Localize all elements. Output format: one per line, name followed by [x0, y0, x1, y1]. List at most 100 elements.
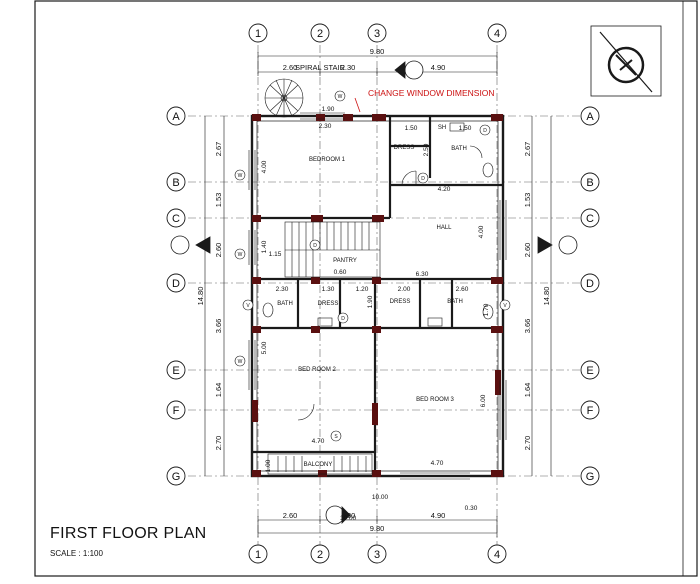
dim-interior-18: 1.90: [367, 295, 374, 308]
room-label-balcony: BALCONY: [304, 462, 333, 468]
grid-label-E-right: E: [586, 365, 593, 377]
top-dimension-lines: [257, 52, 498, 76]
dim-interior-1: 1.90: [322, 106, 335, 113]
dim-interior-20: 5.00: [261, 341, 268, 354]
grid-row-bubbles-right: [580, 106, 600, 486]
dim-top-seg-2: 2.30: [341, 63, 356, 72]
grid-label-2-top: 2: [317, 28, 323, 40]
dim-bottom-seg-1: 2.60: [283, 511, 298, 520]
room-label-hall: HALL: [436, 225, 452, 231]
dim-interior-17: 2.60: [456, 286, 469, 293]
dim-interior-27: 10.00: [340, 515, 357, 522]
interior-walls: [252, 116, 503, 476]
right-dimension-lines: [531, 116, 552, 476]
dim-interior-22: 4.70: [431, 460, 444, 467]
dim-interior-21: 4.70: [312, 438, 325, 445]
staircase-icon: [284, 221, 381, 278]
dim-interior-9: 1.40: [261, 240, 268, 253]
dim-spiral-stair: SPIRAL STAIR: [295, 63, 346, 72]
spiral-stair-icon: [264, 78, 304, 118]
room-label-sh: SH: [438, 125, 446, 131]
dim-interior-12: 6.30: [416, 271, 429, 278]
dim-right-total: 14.80: [542, 287, 551, 306]
dim-interior-26: 0.30: [465, 505, 478, 512]
tag-window-4: W: [238, 359, 243, 365]
dim-interior-8: 4.00: [478, 225, 485, 238]
room-label-dress-2: DRESS: [318, 301, 339, 307]
room-label-dress-1: DRESS: [394, 145, 415, 151]
grid-label-C-right: C: [586, 213, 594, 225]
dim-interior-24: 1.00: [265, 459, 272, 472]
grid-row-bubbles-left: [166, 106, 186, 486]
grid-label-A-right: A: [586, 111, 594, 123]
change-window-note: CHANGE WINDOW DIMENSION: [368, 88, 495, 98]
grid-label-B-right: B: [586, 177, 593, 189]
dim-left-seg-6: 2.70: [214, 436, 223, 451]
dim-top-seg-1: 2.60: [283, 63, 298, 72]
grid-label-F-right: F: [587, 405, 594, 417]
dim-right-seg-5: 1.64: [523, 383, 532, 398]
grid-label-4-top: 4: [494, 28, 500, 40]
room-label-dress-3: DRESS: [390, 299, 411, 305]
tag-window-3: W: [238, 252, 243, 258]
tag-ventilator-2: V: [503, 303, 507, 309]
dim-left-seg-2: 1.53: [214, 193, 223, 208]
opening-tag-icons: [234, 90, 511, 442]
dim-right-seg-2: 1.53: [523, 193, 532, 208]
tag-window-1: W: [338, 94, 343, 100]
grid-label-G-right: G: [586, 471, 595, 483]
dim-interior-13: 1.20: [356, 286, 369, 293]
dim-interior-7: 4.00: [261, 160, 268, 173]
tag-door-1: D: [421, 176, 425, 182]
section-marker-icon: [170, 60, 578, 525]
dim-left-seg-5: 1.64: [214, 383, 223, 398]
room-label-bedroom-2: BED ROOM 2: [298, 367, 336, 373]
drawing-title: FIRST FLOOR PLAN: [50, 525, 207, 542]
dim-interior-3: 1.50: [405, 125, 418, 132]
dim-left-seg-4: 3.66: [214, 319, 223, 334]
balcony-railing: [267, 453, 373, 475]
tag-door-3: D: [313, 243, 317, 249]
grid-label-1-bottom: 1: [255, 549, 261, 561]
dim-interior-15: 1.30: [322, 286, 335, 293]
windows: [248, 112, 507, 480]
structural-columns: [252, 114, 503, 477]
room-label-bedroom-3: BED ROOM 3: [416, 397, 454, 403]
note-leader: [354, 97, 361, 113]
grid-label-B-left: B: [172, 177, 179, 189]
dim-left-seg-3: 2.60: [214, 243, 223, 258]
room-label-bath-2: BATH: [277, 301, 293, 307]
dim-interior-23: 6.00: [480, 394, 487, 407]
dim-bottom-seg-3: 4.90: [431, 511, 446, 520]
dim-interior-6: 4.20: [438, 186, 451, 193]
dim-interior-25: 10.00: [372, 494, 389, 501]
dim-right-seg-1: 2.67: [523, 142, 532, 157]
grid-label-A-left: A: [172, 111, 180, 123]
dim-interior-5: 2.50: [423, 143, 430, 156]
tag-door-2: D: [341, 316, 345, 322]
dim-interior-2: 2.30: [319, 123, 332, 130]
bottom-dimension-lines: [257, 516, 498, 537]
dim-top-seg-3: 4.90: [431, 63, 446, 72]
room-label-bath-3: BATH: [447, 299, 463, 305]
dim-top-total: 9.80: [370, 47, 385, 56]
grid-label-E-left: E: [172, 365, 179, 377]
dim-interior-10: 1.15: [269, 251, 282, 258]
grid-label-2-bottom: 2: [317, 549, 323, 561]
dim-interior-14: 2.30: [276, 286, 289, 293]
dim-left-seg-1: 2.67: [214, 142, 223, 157]
room-label-pantry: PANTRY: [333, 258, 357, 264]
tag-ventilator-1: V: [246, 303, 250, 309]
dim-right-seg-3: 2.60: [523, 243, 532, 258]
grid-label-C-left: C: [172, 213, 180, 225]
grid-label-D-left: D: [172, 278, 180, 290]
room-label-bath-1: BATH: [451, 146, 467, 152]
dim-right-seg-6: 2.70: [523, 436, 532, 451]
dim-interior-16: 2.00: [398, 286, 411, 293]
drawing-scale: SCALE : 1:100: [50, 549, 103, 558]
left-dimension-lines: [204, 116, 225, 476]
tag-window-2: W: [238, 173, 243, 179]
sanitary-fixtures: [262, 122, 494, 327]
